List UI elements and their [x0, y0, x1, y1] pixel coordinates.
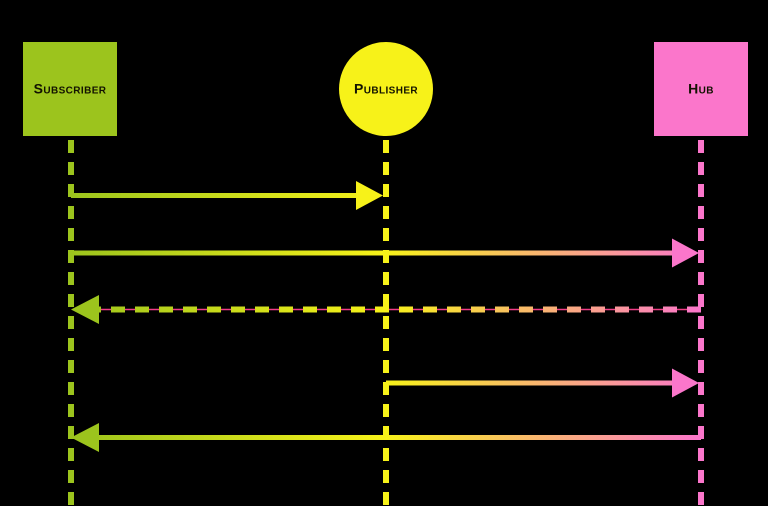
actor-hub: Hub	[654, 42, 748, 136]
publisher-label: Publisher	[354, 81, 418, 97]
subscriber-label: Subscriber	[34, 81, 107, 97]
message-1-arrowhead	[356, 181, 383, 210]
message-3-arrowhead	[71, 295, 99, 324]
actor-publisher: Publisher	[339, 42, 433, 136]
message-5-arrowhead	[71, 423, 99, 452]
message-1-subscriber-to-publisher	[71, 181, 383, 210]
message-2-subscriber-to-hub	[71, 238, 699, 268]
message-2-arrowhead	[672, 238, 699, 268]
hub-label: Hub	[688, 81, 714, 97]
hub-box	[654, 42, 748, 136]
publisher-circle	[339, 42, 433, 136]
message-5-hub-to-subscriber	[71, 423, 701, 452]
message-4-arrowhead	[672, 368, 699, 398]
subscriber-box	[23, 42, 117, 136]
message-3-hub-to-subscriber	[71, 295, 701, 324]
message-4-publisher-to-hub	[386, 368, 699, 398]
actor-subscriber: Subscriber	[23, 42, 117, 136]
